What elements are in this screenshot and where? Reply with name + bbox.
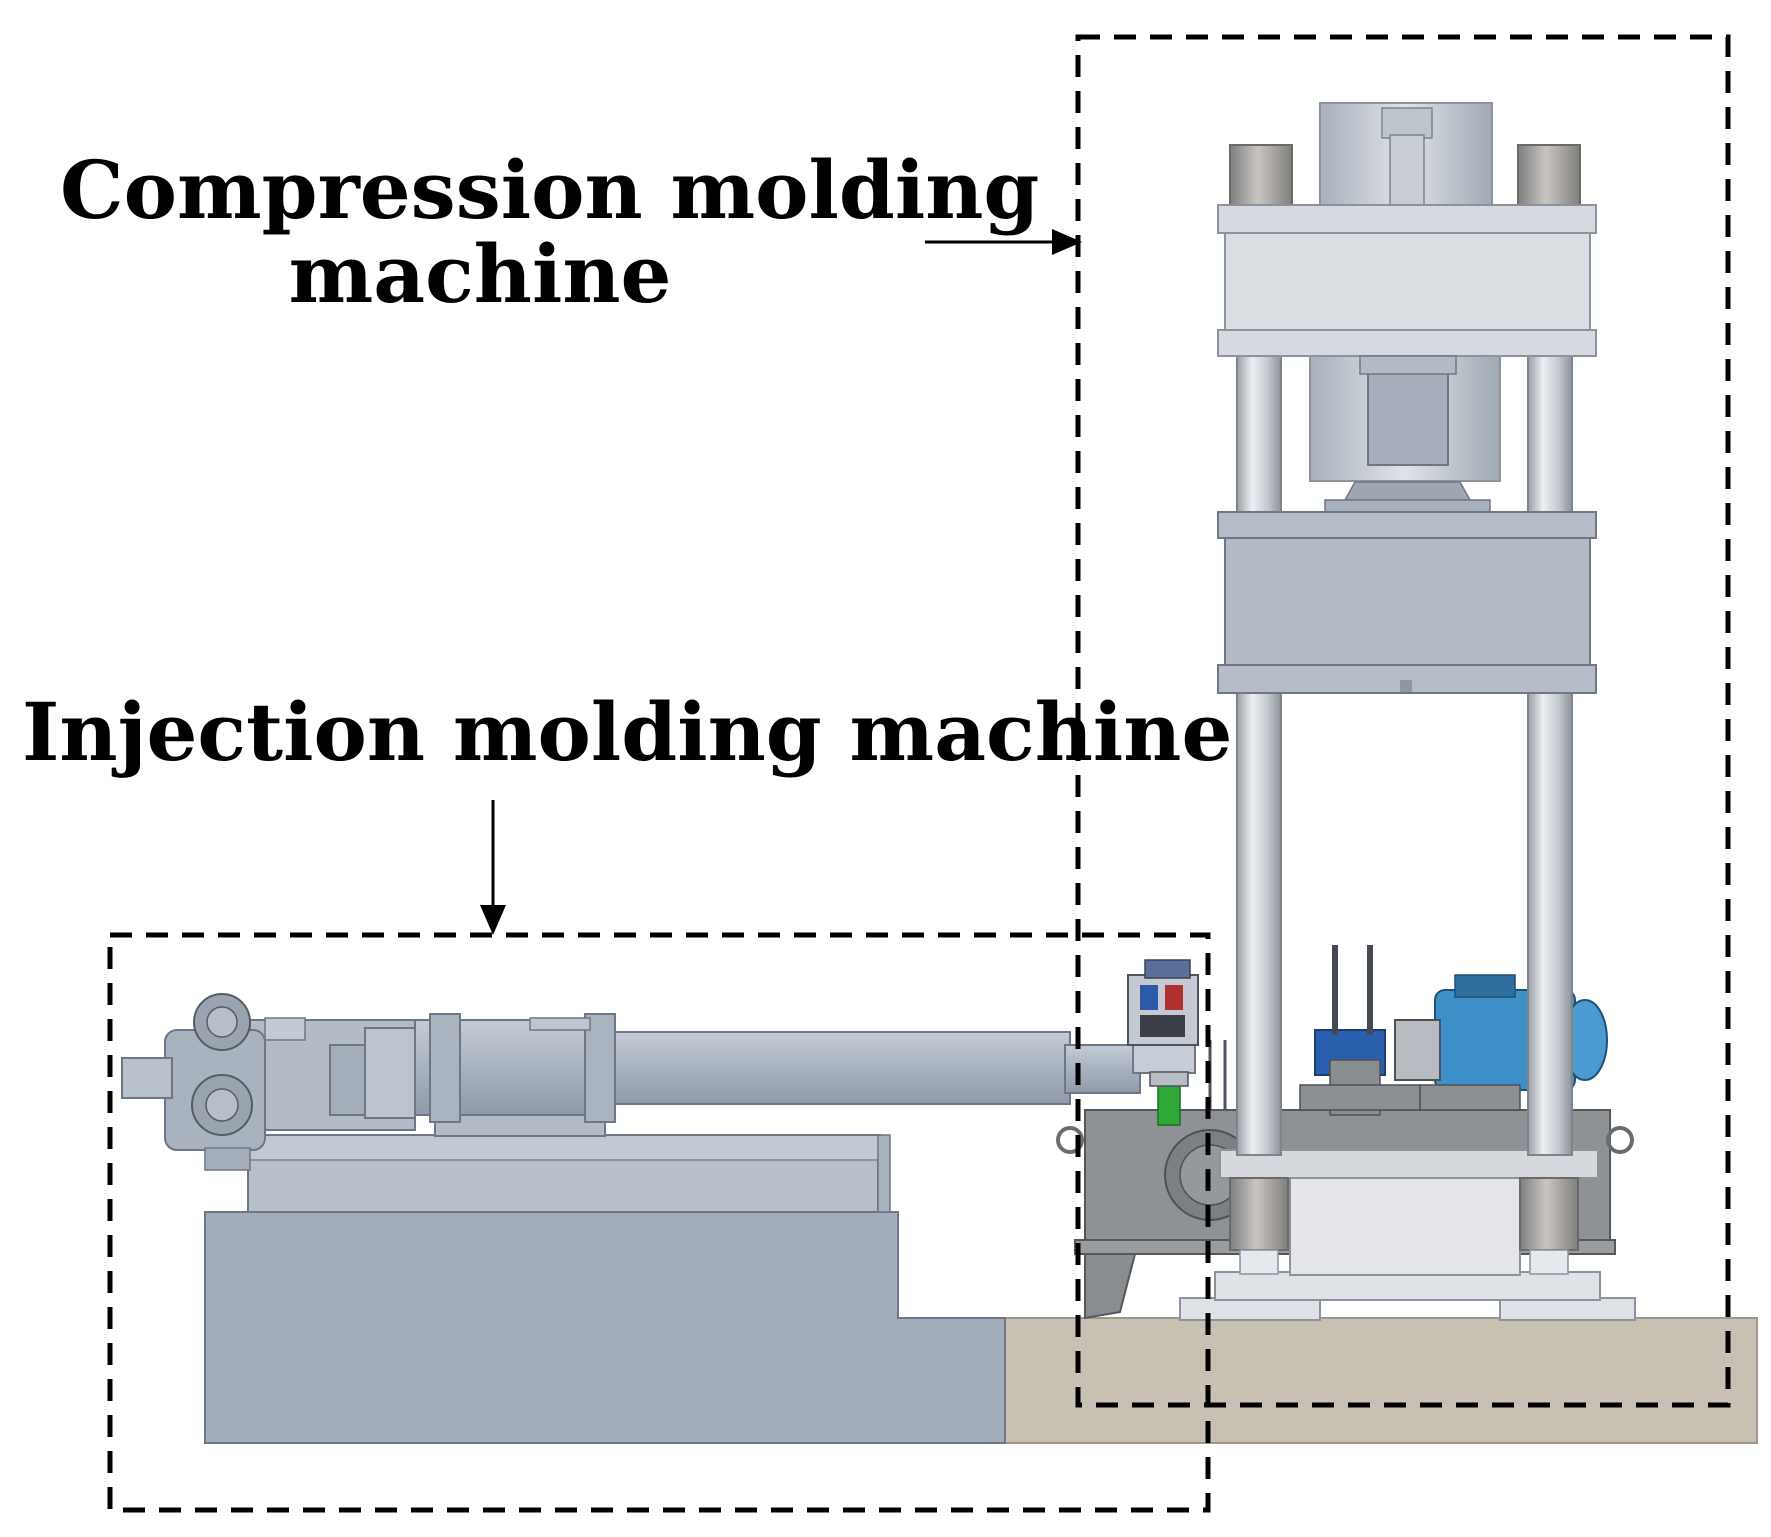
injection-region-box (107, 932, 1211, 1513)
valve-green (1157, 1084, 1181, 1126)
tie-rod-left (1236, 354, 1282, 1156)
hydraulic-unit (1056, 945, 1634, 1320)
motor-shaft (121, 1057, 173, 1099)
crown (1224, 232, 1591, 334)
compression-label-line1: Compression molding (60, 143, 1040, 237)
injection-base (204, 1211, 1006, 1444)
arrow-icon (480, 800, 506, 935)
slide-table (247, 1159, 879, 1213)
injection-label: Injection molding machine (22, 685, 1233, 779)
injection-machine (121, 993, 1196, 1444)
compression-label: Compression molding machine (60, 143, 1040, 321)
moving-platen (1224, 537, 1591, 669)
concrete-floor (1004, 1317, 1758, 1444)
compression-label-line2: machine (288, 227, 672, 321)
tie-rod-right (1527, 354, 1573, 1156)
bottom-platen (1214, 1271, 1601, 1301)
crown-top (1217, 204, 1597, 234)
injection-barrel (599, 1031, 1071, 1105)
compression-region-box (1075, 34, 1731, 1408)
arrow-icon (925, 229, 1082, 255)
compression-machine (1179, 102, 1636, 1321)
ram (1367, 359, 1449, 466)
